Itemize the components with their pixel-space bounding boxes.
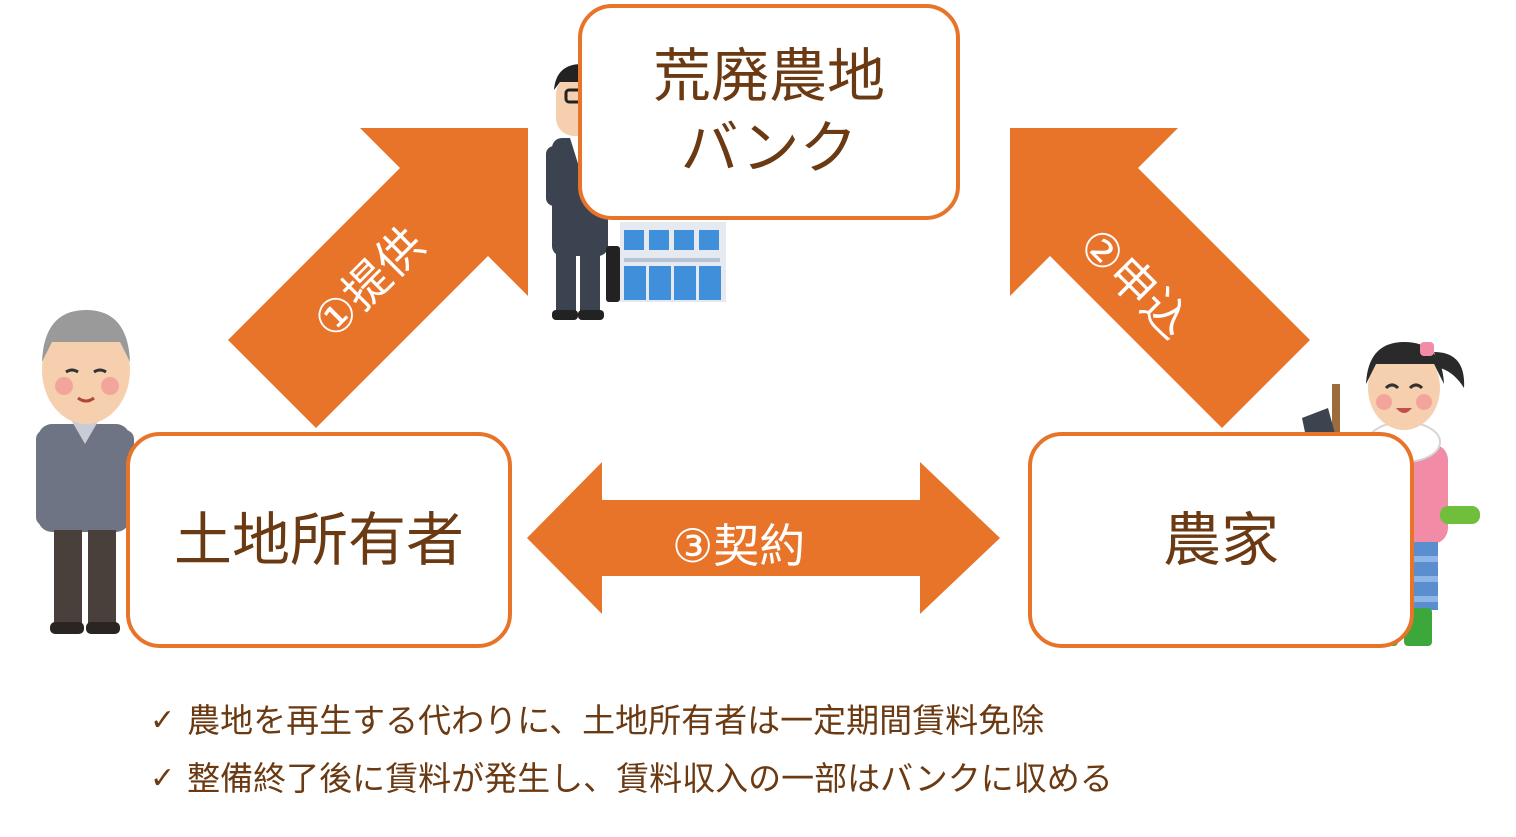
elderly-man-icon xyxy=(36,310,134,634)
note-text: 整備終了後に賃料が発生し、賃料収入の一部はバンクに収める xyxy=(187,759,1113,798)
arrow-contract-label: ③契約 xyxy=(672,519,806,573)
node-bank-line2: バンク xyxy=(680,114,858,182)
notes-list: ✓ 農地を再生する代わりに、土地所有者は一定期間賃料免除 ✓ 整備終了後に賃料が… xyxy=(150,692,1113,808)
node-bank-line1: 荒廃農地 xyxy=(652,41,885,110)
note-item: ✓ 農地を再生する代わりに、土地所有者は一定期間賃料免除 xyxy=(150,692,1113,750)
arrow-contract xyxy=(527,462,1000,614)
office-building-icon xyxy=(620,222,726,302)
arrow-provide xyxy=(228,128,528,428)
node-farmer: 農家 xyxy=(1028,432,1414,648)
check-icon: ✓ xyxy=(150,703,176,738)
note-text: 農地を再生する代わりに、土地所有者は一定期間賃料免除 xyxy=(187,701,1045,740)
arrow-apply xyxy=(1010,128,1310,428)
check-icon: ✓ xyxy=(150,761,176,796)
node-bank: 荒廃農地 バンク xyxy=(578,4,960,220)
note-item: ✓ 整備終了後に賃料が発生し、賃料収入の一部はバンクに収める xyxy=(150,750,1113,808)
node-owner: 土地所有者 xyxy=(126,432,512,648)
